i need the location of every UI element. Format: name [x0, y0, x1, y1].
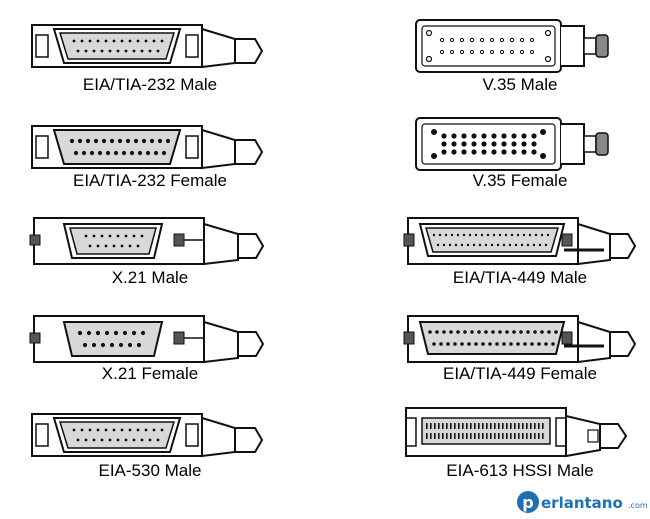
v35-female-drawing	[415, 117, 609, 171]
v35-male-drawing	[415, 19, 609, 73]
label-eia-613-hssi-male: EIA-613 HSSI Male	[446, 461, 594, 480]
label-v35-female: V.35 Female	[472, 171, 568, 190]
eia-tia-232-male-drawing	[31, 24, 264, 69]
svg-text:erlantano: erlantano	[541, 494, 623, 512]
label-eia-tia-449-male: EIA/TIA-449 Male	[452, 268, 588, 287]
watermark-logo: p erlantano .com	[517, 491, 648, 513]
eia-tia-449-male-drawing	[403, 217, 637, 266]
eia-tia-449-female-drawing	[403, 315, 637, 364]
label-v35-male: V.35 Male	[482, 75, 558, 94]
eia-tia-232-female-drawing	[31, 125, 264, 170]
label-eia-tia-232-male: EIA/TIA-232 Male	[82, 75, 218, 94]
eia-613-hssi-male-drawing	[405, 407, 628, 458]
label-eia-tia-449-female: EIA/TIA-449 Female	[442, 364, 597, 383]
eia-530-male-drawing	[31, 413, 264, 458]
svg-text:p: p	[522, 493, 533, 512]
label-x21-male: X.21 Male	[111, 268, 189, 287]
label-eia-530-male: EIA-530 Male	[98, 461, 202, 480]
label-x21-female: X.21 Female	[101, 364, 199, 383]
label-eia-tia-232-female: EIA/TIA-232 Female	[72, 171, 227, 190]
x21-male-drawing	[29, 217, 265, 266]
svg-text:.com: .com	[628, 501, 648, 510]
x21-female-drawing	[29, 315, 265, 364]
